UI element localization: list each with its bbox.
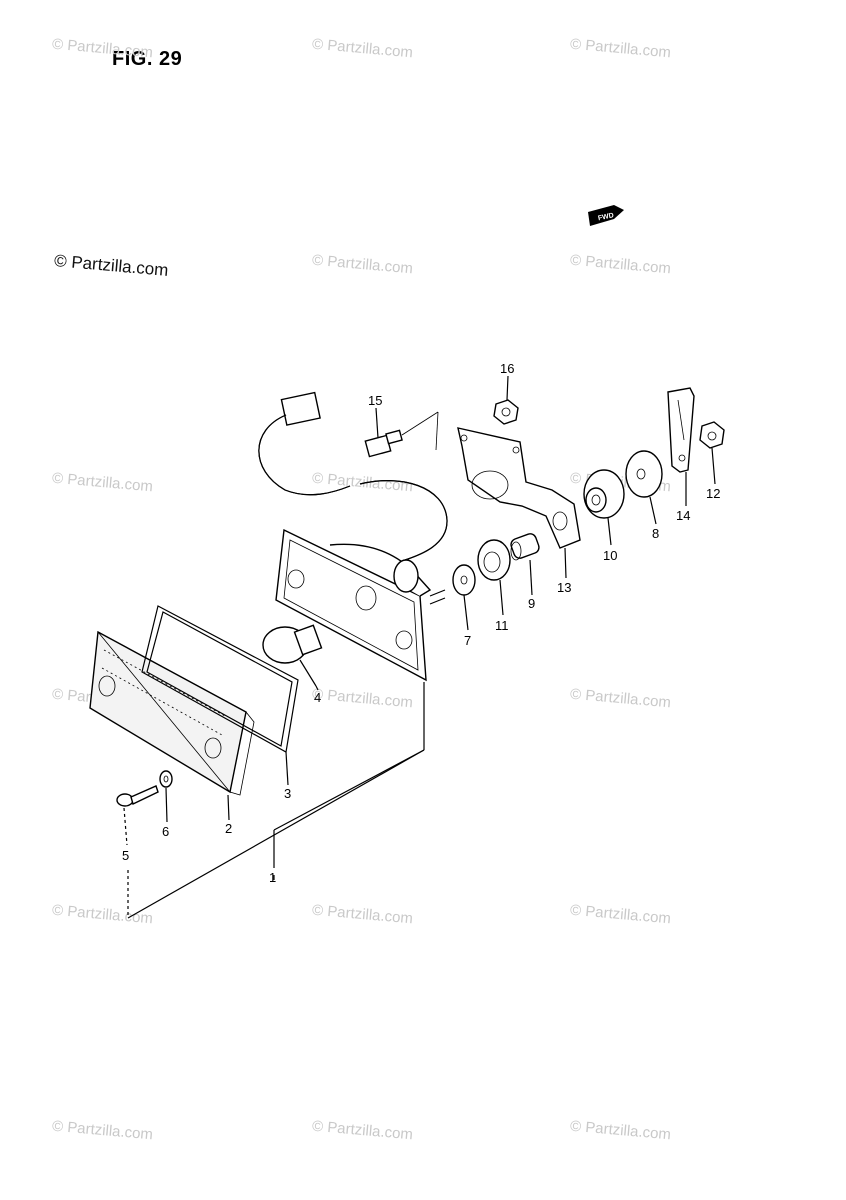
leader-lines bbox=[123, 375, 716, 919]
callout-14: 14 bbox=[676, 508, 690, 523]
nut-16-part[interactable] bbox=[493, 399, 519, 425]
callout-4: 4 bbox=[314, 690, 321, 705]
washer-7-part[interactable] bbox=[452, 564, 476, 596]
callout-6: 6 bbox=[162, 824, 169, 839]
bracket-part[interactable] bbox=[457, 427, 581, 549]
callout-1: 1 bbox=[269, 870, 276, 885]
bulb-part[interactable] bbox=[262, 624, 323, 687]
callout-3: 3 bbox=[284, 786, 291, 801]
bolt-part[interactable] bbox=[364, 411, 439, 458]
callout-8: 8 bbox=[652, 526, 659, 541]
housing-part[interactable] bbox=[275, 528, 446, 682]
washer-6-part[interactable] bbox=[159, 770, 173, 788]
callout-12: 12 bbox=[706, 486, 720, 501]
washer-8-part[interactable] bbox=[625, 450, 663, 498]
lens-part[interactable] bbox=[89, 630, 255, 796]
callout-9: 9 bbox=[528, 596, 535, 611]
callout-10: 10 bbox=[603, 548, 617, 563]
callout-2: 2 bbox=[225, 821, 232, 836]
callout-11: 11 bbox=[495, 618, 509, 633]
callout-16: 16 bbox=[500, 361, 514, 376]
screw-part[interactable] bbox=[116, 785, 159, 807]
figure-title: FIG. 29 bbox=[112, 48, 183, 70]
callout-5: 5 bbox=[122, 848, 129, 863]
wire-harness[interactable] bbox=[258, 391, 448, 561]
callout-7: 7 bbox=[464, 633, 471, 648]
forward-arrow-icon: FWD bbox=[588, 205, 624, 226]
collar-part[interactable] bbox=[509, 532, 540, 561]
grommet-part[interactable] bbox=[583, 469, 625, 519]
cushion-part[interactable] bbox=[477, 539, 511, 581]
callout-labels: 1 2 3 4 5 6 7 8 9 10 11 12 13 14 15 16 bbox=[122, 361, 720, 885]
nut-12-part[interactable] bbox=[699, 421, 725, 449]
callout-15: 15 bbox=[368, 393, 382, 408]
callout-13: 13 bbox=[557, 580, 571, 595]
stay-plate-part[interactable] bbox=[667, 387, 695, 473]
forward-label: FWD bbox=[597, 212, 614, 222]
